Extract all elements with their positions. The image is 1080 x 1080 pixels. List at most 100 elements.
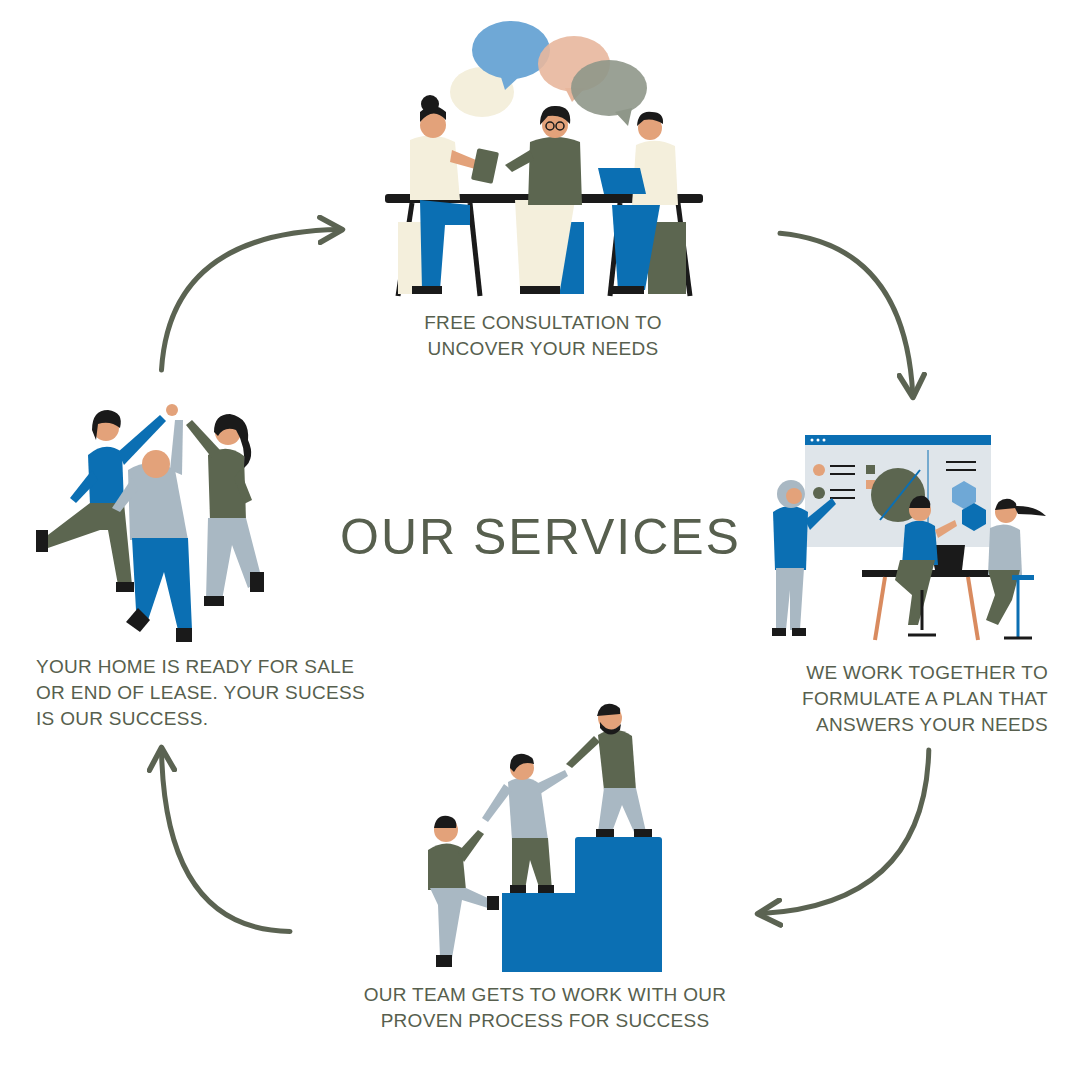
seated-person-2 <box>986 499 1046 638</box>
dancer-left-part <box>116 582 134 592</box>
dancer-left-part <box>36 530 48 552</box>
seated-person-2-part <box>988 524 1022 575</box>
climber-middle <box>482 754 568 893</box>
consultation-scene <box>385 21 703 296</box>
seated-person-1-part <box>895 560 935 625</box>
step-node: YOUR HOME IS READY FOR SALE OR END OF LE… <box>25 370 375 750</box>
desk-part <box>968 577 978 640</box>
speech-bubbles <box>450 21 647 126</box>
presenter-part <box>786 488 802 504</box>
steps <box>502 837 662 972</box>
dancer-left-part <box>70 470 98 503</box>
climber-bottom-part <box>458 830 484 862</box>
climber-middle-part <box>510 885 526 893</box>
dancer-right-part <box>214 414 251 468</box>
climber-bottom-part <box>434 816 456 828</box>
person-middle-part <box>528 137 582 205</box>
climber-bottom <box>428 816 499 967</box>
seated-person-2-part <box>1017 580 1020 638</box>
speech-bubbles-part <box>615 108 632 126</box>
board-part <box>946 469 976 471</box>
person-middle-part <box>546 122 554 130</box>
board-part <box>811 439 814 442</box>
person-left-part <box>421 95 439 113</box>
climber-top-part <box>634 829 652 837</box>
board-part <box>830 497 855 499</box>
step-text: WE WORK TOGETHER TO FORMULATE A PLAN THA… <box>743 660 1048 738</box>
climber-top-part <box>566 736 600 768</box>
table <box>385 194 703 296</box>
diagram-title: OUR SERVICES <box>340 508 741 566</box>
seated-person-2-part <box>1014 506 1046 516</box>
dancer-middle-part <box>112 478 138 512</box>
board-part <box>813 487 825 499</box>
person-middle-part <box>505 150 534 172</box>
climber-top-part <box>596 829 614 837</box>
dancer-left-part <box>44 503 132 585</box>
seated-person-2-part <box>1012 575 1034 580</box>
step-text: YOUR HOME IS READY FOR SALE OR END OF LE… <box>36 654 374 732</box>
climber-bottom-part <box>430 888 492 958</box>
board-part <box>805 435 991 445</box>
climber-top-part <box>598 730 636 790</box>
presenter-part <box>777 480 805 508</box>
presenter-part <box>773 506 808 570</box>
steps-part <box>502 893 662 972</box>
climber-top <box>566 704 652 837</box>
presenter-part <box>776 568 804 630</box>
dancer-right-part <box>250 572 264 592</box>
dancer-middle-part <box>176 628 192 642</box>
step-node: FREE CONSULTATION TO UNCOVER YOUR NEEDS <box>340 10 780 370</box>
dancer-middle-part <box>126 608 150 632</box>
step-text: OUR TEAM GETS TO WORK WITH OUR PROVEN PR… <box>350 982 740 1034</box>
cycle-arrow <box>780 233 913 395</box>
presenter-part <box>772 628 786 636</box>
person-left-part <box>412 286 442 294</box>
dancer-right <box>186 414 264 606</box>
seated-person-2-part <box>995 499 1016 510</box>
dancer-middle-part <box>142 450 170 478</box>
dancer-left-part <box>92 410 121 440</box>
desk-part <box>875 577 885 640</box>
climber-middle-part <box>510 754 534 772</box>
seated-person-1-part <box>909 496 930 508</box>
board-part <box>866 465 875 474</box>
person-right-part <box>637 112 663 126</box>
person-left-part <box>420 200 470 290</box>
person-left-part <box>410 135 460 200</box>
climber-middle-part <box>482 784 512 822</box>
team-scene <box>428 704 662 972</box>
presenter-part <box>792 628 806 636</box>
seated-person-1-part <box>935 520 957 538</box>
board-part <box>946 461 976 463</box>
board-part <box>830 489 855 491</box>
step-node: OUR TEAM GETS TO WORK WITH OUR PROVEN PR… <box>290 690 760 1045</box>
cycle-arrow <box>162 750 291 931</box>
person-right-part <box>612 205 660 290</box>
seated-person-1-part <box>908 634 936 637</box>
board-part <box>830 473 855 475</box>
dancer-right-part <box>234 470 252 504</box>
dancer-middle-part <box>170 420 183 475</box>
board-part <box>817 439 820 442</box>
cycle-arrow <box>760 750 929 914</box>
cycle-arrow <box>162 230 341 370</box>
person-left <box>398 95 499 294</box>
climber-top-part <box>598 788 646 832</box>
board-part <box>823 439 826 442</box>
board <box>805 435 991 547</box>
person-middle-part <box>540 106 570 125</box>
climber-top-part <box>600 722 621 735</box>
presenter-part <box>805 498 836 530</box>
speech-bubbles-part <box>571 60 647 116</box>
board-part <box>805 435 991 547</box>
speech-bubbles-part <box>472 21 550 79</box>
dancer-right-part <box>204 596 224 606</box>
celebration-scene <box>36 404 264 642</box>
climber-middle-part <box>512 838 552 890</box>
presenter <box>772 480 836 636</box>
board-part <box>962 503 986 531</box>
table-part <box>470 203 480 296</box>
speech-bubbles-part <box>500 74 520 90</box>
